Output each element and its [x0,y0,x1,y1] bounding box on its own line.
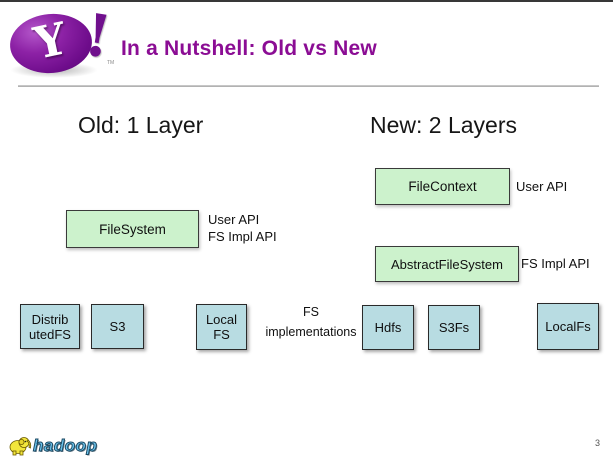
localfs-new-label: LocalFs [545,319,591,334]
slide-title: In a Nutshell: Old vs New [121,37,377,60]
localfs-new-box: LocalFs [537,303,599,350]
fs-implementations-caption-line1: FS [303,305,319,319]
fs-implementations-caption-line2: implementations [265,325,357,339]
new-section-heading: New: 2 Layers [370,112,518,138]
distributedfs-label-line1: Distrib [31,311,69,327]
abstractfilesystem-box: AbstractFileSystem [375,246,519,282]
old-api-labels: User API FS Impl API [208,211,277,245]
top-border [0,0,613,2]
filecontext-box: FileContext [375,168,510,205]
hdfs-label: Hdfs [374,320,402,335]
fs-implementations-caption: FS implementations [258,302,364,342]
abstractfilesystem-box-label: AbstractFileSystem [391,256,503,272]
filesystem-box-label: FileSystem [99,221,166,237]
hadoop-logo-text: hadoop [32,435,98,455]
page-number: 3 [595,438,601,448]
yahoo-y-letter: Y [30,13,72,70]
hadoop-logo: hadoop [8,433,97,457]
localfs-old-box: Local FS [196,304,247,350]
fs-impl-api-label-new: FS Impl API [521,256,590,271]
user-api-label-old: User API [208,212,260,227]
old-section-heading: Old: 1 Layer [78,112,204,138]
filesystem-box: FileSystem [66,210,199,248]
s3fs-box: S3Fs [428,305,480,350]
distributedfs-label-line2: utedFS [29,326,71,342]
s3-label: S3 [109,319,126,334]
fs-impl-api-label-old: FS Impl API [208,229,277,244]
header-divider [18,85,599,87]
distributedfs-box: Distrib utedFS [20,304,80,349]
yahoo-logo: Y ! TM [7,0,116,82]
s3fs-label: S3Fs [438,320,470,335]
s3-box: S3 [91,304,144,349]
hdfs-box: Hdfs [362,305,414,350]
localfs-old-label-line2: FS [213,327,230,342]
hadoop-elephant-icon [9,437,32,456]
trademark-label: TM [107,60,115,66]
filecontext-box-label: FileContext [408,179,477,194]
user-api-label-new: User API [516,179,568,194]
localfs-old-label-line1: Local [205,312,238,327]
